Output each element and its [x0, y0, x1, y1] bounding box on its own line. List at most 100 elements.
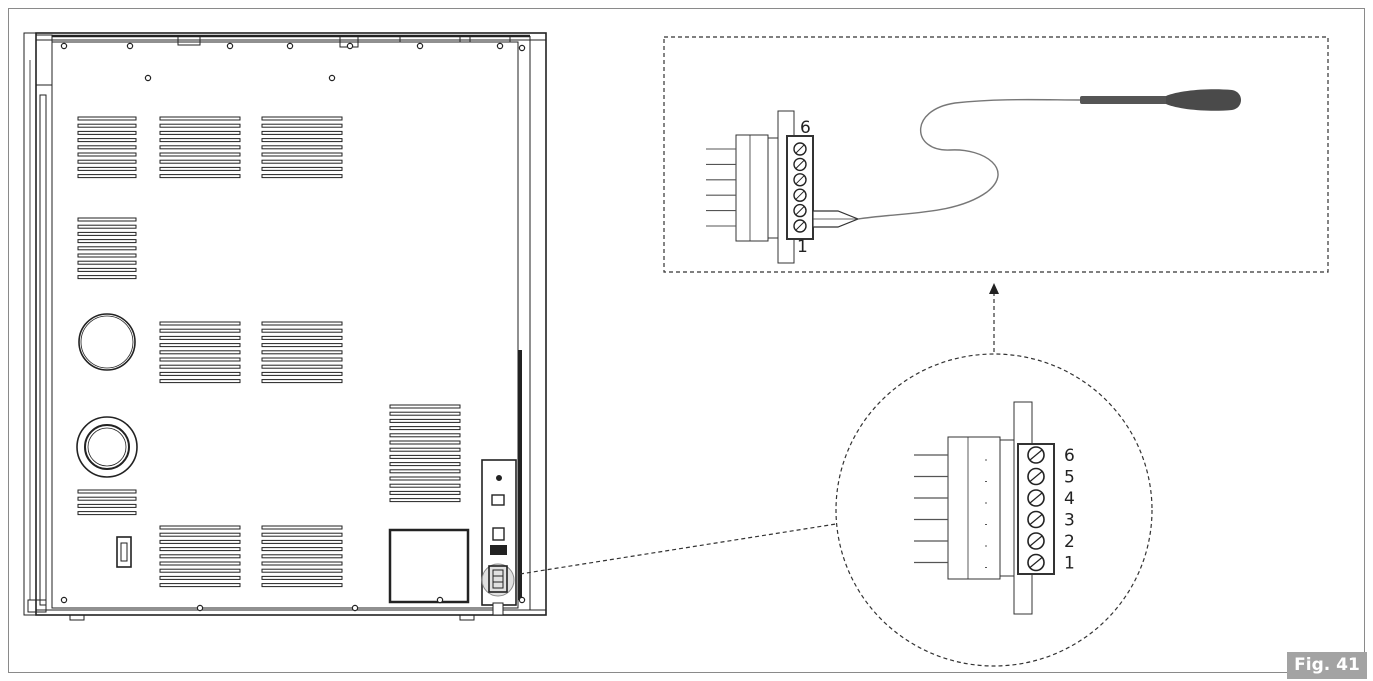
vent-slot	[77, 260, 137, 265]
vent-slot	[389, 426, 461, 431]
vent-slot	[261, 343, 343, 348]
screw	[416, 42, 424, 50]
vent-slot	[389, 404, 461, 409]
detail-terminal-screws	[1027, 446, 1045, 572]
detail-pin-label: 5	[1064, 468, 1075, 488]
panel-screws	[60, 42, 526, 612]
vent-slot	[261, 525, 343, 530]
vent-slots	[77, 116, 461, 588]
figure-number-badge: Fig. 41	[1287, 652, 1367, 679]
vent-slot	[261, 364, 343, 369]
vent-slot	[159, 379, 241, 384]
vent-slot	[389, 476, 461, 481]
vent-slot	[261, 138, 343, 143]
screw-slot	[795, 175, 805, 185]
vent-slot	[77, 166, 137, 171]
screw-slot	[795, 144, 805, 154]
vent-slot	[77, 239, 137, 244]
screw	[351, 604, 359, 612]
vent-slot	[77, 224, 137, 229]
vent-slot	[261, 554, 343, 559]
vent-slot	[159, 547, 241, 552]
vent-slot	[389, 483, 461, 488]
vent-slot	[261, 371, 343, 376]
vent-slot	[261, 321, 343, 326]
vent-slot	[389, 469, 461, 474]
probe-terminal-screws	[793, 142, 807, 233]
figure-frame	[8, 8, 1365, 673]
vent-slot	[261, 152, 343, 157]
screw-slot	[1029, 492, 1043, 504]
screw	[518, 596, 526, 604]
detail-pin-label: 1	[1064, 554, 1075, 574]
vent-slot	[159, 116, 241, 121]
vent-slot	[261, 335, 343, 340]
vent-slot	[77, 246, 137, 251]
temperature-probe	[812, 89, 1241, 228]
screw-slot	[795, 221, 805, 231]
detail-pin-label: 2	[1064, 532, 1075, 552]
screw-slot	[1029, 557, 1043, 568]
vent-slot	[77, 116, 137, 121]
vent-slot	[261, 116, 343, 121]
detail-pin-label: 6	[1064, 446, 1075, 466]
vent-slot	[159, 561, 241, 566]
probe-sheath	[1080, 96, 1168, 104]
arrow-up-icon	[989, 283, 999, 294]
vent-slot	[77, 130, 137, 135]
screw-slot	[1029, 471, 1043, 482]
vent-slot	[389, 447, 461, 452]
screw	[436, 596, 444, 604]
vent-slot	[77, 152, 137, 157]
vent-slot	[77, 503, 137, 508]
screw-slot	[795, 206, 805, 215]
screw-slot	[1029, 449, 1043, 461]
vent-slot	[77, 275, 137, 280]
connector-location-marker	[481, 563, 515, 597]
vent-slot	[159, 364, 241, 369]
vent-slot	[389, 411, 461, 416]
leader-line-to-detail	[519, 523, 837, 575]
vent-slot	[261, 130, 343, 135]
vent-slot	[77, 138, 137, 143]
vent-slot	[261, 166, 343, 171]
detail-terminal-block	[947, 401, 1055, 615]
vent-slot	[159, 335, 241, 340]
detail-pin-label: 3	[1064, 511, 1075, 531]
vent-slot	[159, 357, 241, 362]
vent-slot	[159, 539, 241, 544]
vent-slot	[389, 454, 461, 459]
vent-slot	[159, 371, 241, 376]
screw	[518, 44, 526, 52]
vent-slot	[77, 267, 137, 272]
vent-slot	[261, 350, 343, 355]
screw	[226, 42, 234, 50]
vent-slot	[159, 321, 241, 326]
vent-slot	[159, 159, 241, 164]
vent-slot	[77, 253, 137, 258]
vent-slot	[77, 231, 137, 236]
vent-slot	[261, 539, 343, 544]
probe-pin-label-bottom: 1	[797, 237, 808, 257]
screw-slot	[795, 160, 805, 169]
vent-slot	[261, 145, 343, 150]
vent-slot	[389, 490, 461, 495]
vent-slot	[261, 328, 343, 333]
screw	[346, 42, 354, 50]
vent-slot	[159, 328, 241, 333]
vent-slot	[261, 379, 343, 384]
screw	[60, 42, 68, 50]
vent-slot	[159, 130, 241, 135]
vent-slot	[261, 568, 343, 573]
appliance-rear-panel	[23, 32, 547, 621]
vent-slot	[77, 496, 137, 501]
screw-slot	[795, 190, 805, 200]
vent-slot	[159, 568, 241, 573]
screw	[286, 42, 294, 50]
screw	[496, 42, 504, 50]
vent-slot	[261, 561, 343, 566]
probe-pin-label-top: 6	[800, 118, 811, 138]
vent-slot	[159, 532, 241, 537]
vent-slot	[77, 511, 137, 516]
